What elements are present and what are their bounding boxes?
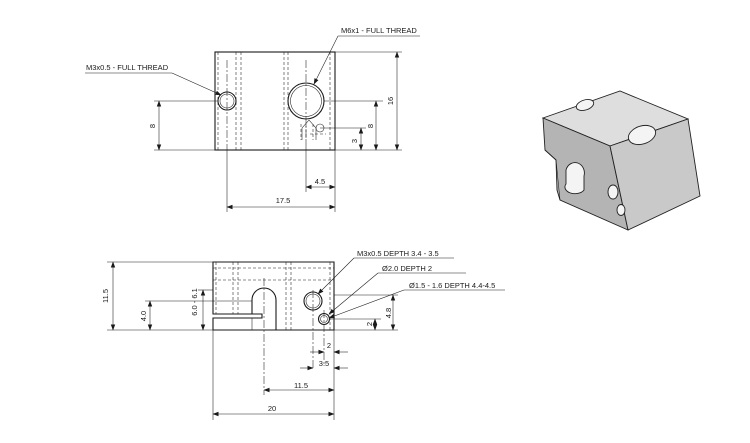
dim-17-5: 17.5 bbox=[276, 196, 291, 205]
callout-m3-full-thread: M3x0.5 - FULL THREAD bbox=[86, 63, 169, 72]
dim-6-range: 6.0 - 6.1 bbox=[190, 288, 199, 316]
dim-4-8: 4.8 bbox=[384, 308, 393, 318]
iso-right-m3-hole bbox=[607, 184, 619, 200]
callout-m6-full-thread: M6x1 - FULL THREAD bbox=[341, 26, 417, 35]
dim-20: 20 bbox=[268, 404, 276, 413]
iso-right-face bbox=[609, 118, 701, 231]
dim-3-5: 3.5 bbox=[319, 359, 329, 368]
callout-d2-depth: Ø2.0 DEPTH 2 bbox=[382, 264, 432, 273]
iso-right-small-hole bbox=[616, 204, 626, 216]
iso-front-filament-hole bbox=[564, 162, 585, 195]
dim-11-5-vertical: 11.5 bbox=[101, 289, 110, 303]
iso-top-small-hole bbox=[575, 99, 595, 111]
dim-11-5-horizontal: 11.5 bbox=[294, 381, 308, 390]
dim-8-right: 8 bbox=[366, 124, 375, 128]
top-view-block-outline bbox=[214, 51, 336, 151]
front-view-block-outline bbox=[212, 261, 335, 331]
isometric-view bbox=[541, 90, 701, 231]
iso-top-large-hole bbox=[627, 124, 657, 146]
front-view: 11.5 4.0 6.0 - 6.1 2 4.8 2 3.5 11.5 bbox=[101, 249, 505, 420]
dim-16: 16 bbox=[386, 97, 395, 105]
callout-m3-depth: M3x0.5 DEPTH 3.4 - 3.5 bbox=[357, 249, 439, 258]
dim-4-0: 4.0 bbox=[139, 311, 148, 321]
callout-d15-depth: Ø1.5 - 1.6 DEPTH 4.4-4.5 bbox=[409, 281, 495, 290]
dim-3: 3 bbox=[350, 139, 359, 143]
dim-2-horizontal: 2 bbox=[327, 341, 331, 350]
dim-2-vertical: 2 bbox=[365, 322, 374, 326]
top-view: 16 8 3 8 4.5 17.5 M3x0.5 - FULL THREAD M… bbox=[85, 26, 420, 212]
dim-4-5: 4.5 bbox=[315, 177, 325, 186]
dim-8-left: 8 bbox=[148, 124, 157, 128]
